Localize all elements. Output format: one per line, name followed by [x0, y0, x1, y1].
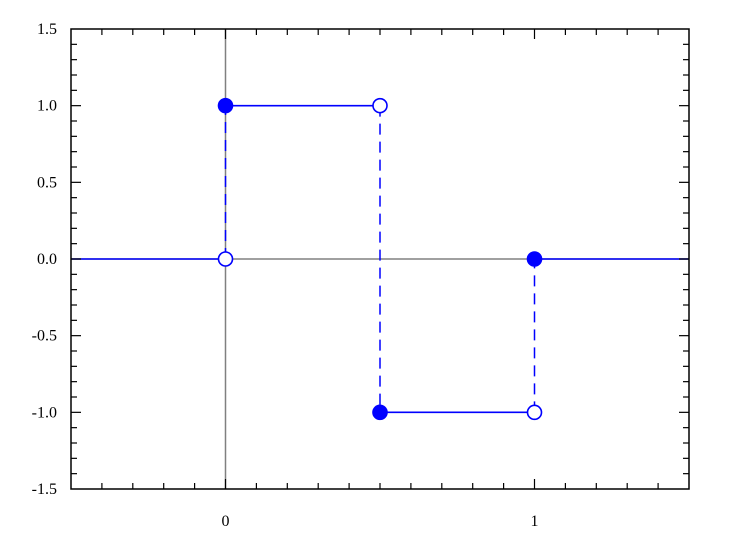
filled-point-0 [217, 97, 234, 114]
x-tick-label-0: 0 [222, 513, 230, 530]
plot-frame [70, 28, 690, 490]
open-point-1 [217, 251, 234, 267]
y-tick-label-5: -1.0 [32, 404, 57, 421]
y-tick-label-3: 0.0 [37, 251, 57, 268]
tick-labels: 1.5 1.0 0.5 0.0 -0.5 -1.0 -1.5 0 1 [32, 21, 539, 530]
filled-point-5 [526, 251, 543, 267]
y-tick-label-0: 1.5 [37, 21, 57, 38]
data-points [217, 97, 543, 421]
jump-lines [224, 105, 536, 413]
open-point-2 [372, 97, 388, 114]
open-point-4 [526, 404, 543, 421]
y-tick-label-2: 0.5 [37, 174, 57, 191]
filled-point-3 [372, 404, 388, 421]
step-segments [71, 104, 689, 414]
y-tick-label-6: -1.5 [32, 481, 57, 498]
y-tick-label-1: 1.0 [37, 98, 57, 115]
x-tick-label-1: 1 [531, 513, 539, 530]
y-tick-label-4: -0.5 [32, 328, 57, 345]
